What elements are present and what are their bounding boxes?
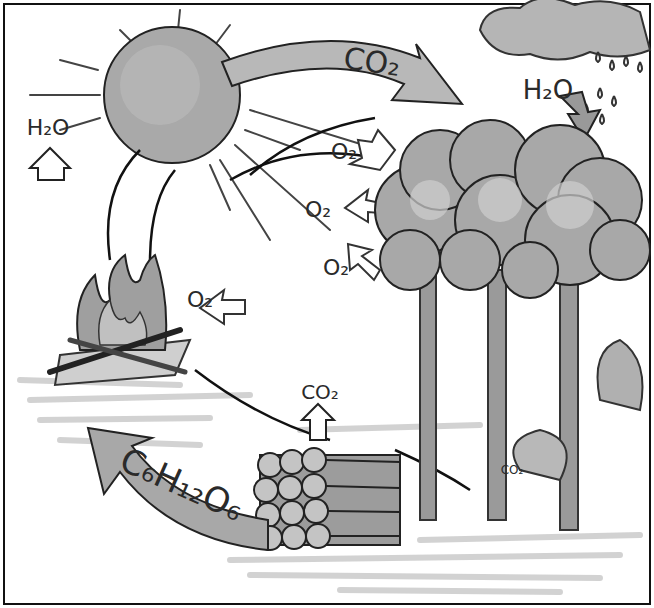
formula-label: CO₂ [501, 464, 524, 476]
formula-label: O₂ [305, 199, 331, 221]
frame [4, 4, 650, 604]
sun-shade [120, 45, 200, 125]
sun [104, 27, 240, 163]
formula-label: O₂ [187, 289, 213, 311]
formula-label: H₂O [523, 77, 573, 103]
oxygen-arrows [200, 130, 395, 324]
trees [375, 120, 650, 530]
co2-arrow [222, 41, 462, 104]
glucose-arrow [88, 428, 268, 550]
formula-label: O₂ [323, 257, 349, 279]
campfire [50, 255, 190, 385]
vapour-arrow [30, 148, 70, 180]
log-co2-arrow [302, 404, 334, 440]
log-pile [254, 448, 400, 550]
cloud [480, 0, 650, 60]
formula-label: CO₂ [342, 43, 402, 81]
formula-label: O₂ [331, 141, 357, 163]
formula-label: CO₂ [301, 382, 339, 402]
formula-label: H₂O [27, 117, 70, 139]
ground [20, 380, 640, 592]
